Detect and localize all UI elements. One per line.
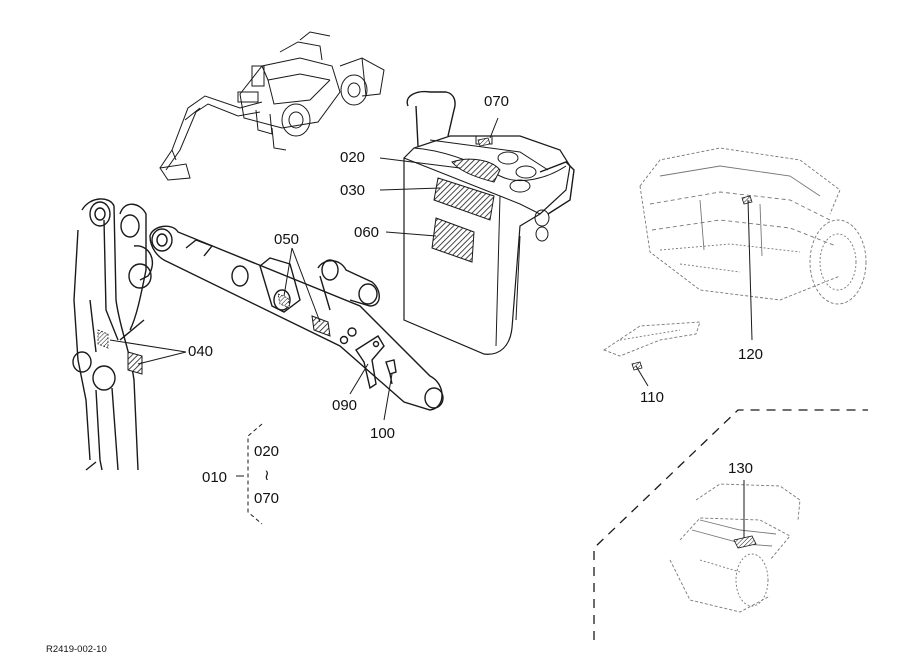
inset-border — [593, 409, 868, 640]
machine-overview-drawing — [159, 31, 385, 181]
decal-110 — [631, 361, 643, 371]
floor-plate-drawing — [603, 321, 701, 357]
callout-010: 010 — [202, 469, 227, 486]
callout-090: 090 — [332, 397, 357, 414]
decal-130 — [733, 535, 757, 549]
leader-lines — [109, 117, 753, 538]
callout-110: 110 — [640, 389, 664, 406]
callout-120: 120 — [738, 346, 763, 363]
decal-120 — [741, 195, 753, 205]
fuel-tank-drawing — [403, 90, 575, 355]
callout-030: 030 — [340, 182, 365, 199]
engine-drawing — [639, 147, 867, 305]
group-tilde: ≀ — [264, 467, 270, 484]
callout-020: 020 — [340, 149, 365, 166]
group-start-label: 020 — [254, 443, 279, 460]
reference-code: R2419-002-10 — [46, 644, 107, 655]
boom-drawing — [72, 198, 153, 471]
callout-070: 070 — [484, 93, 509, 110]
decal-040-set — [97, 329, 143, 375]
group-bracket — [247, 423, 263, 525]
callout-050: 050 — [274, 231, 299, 248]
callout-130: 130 — [728, 460, 753, 477]
inset-engine-drawing — [669, 483, 801, 613]
callout-060: 060 — [354, 224, 379, 241]
arm-drawing — [149, 225, 444, 411]
callout-040: 040 — [188, 343, 213, 360]
callout-100: 100 — [370, 425, 395, 442]
group-end-label: 070 — [254, 490, 279, 507]
decal-050 — [277, 293, 331, 337]
